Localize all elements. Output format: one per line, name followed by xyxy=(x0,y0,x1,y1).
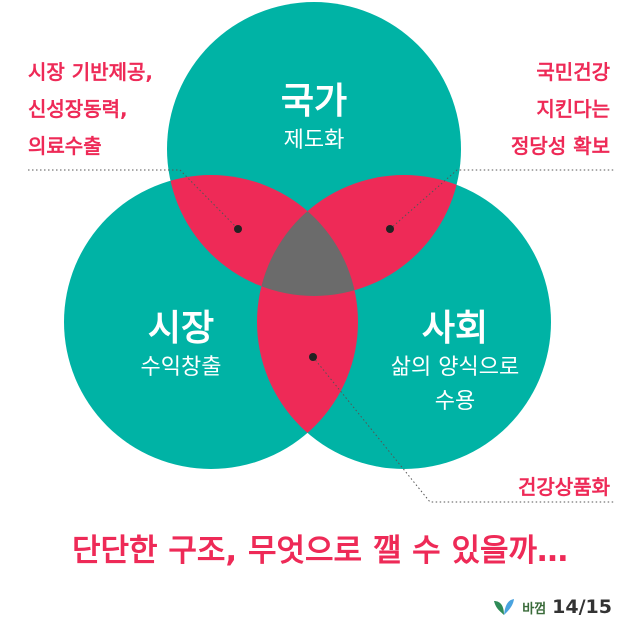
leaf-logo-icon xyxy=(494,599,515,615)
market-title: 시장 xyxy=(147,308,215,349)
annotation-line: 건강상품화 xyxy=(518,475,610,499)
leader-line-top-right xyxy=(389,169,614,230)
page-number: 14/15 xyxy=(552,596,612,618)
state-subtitle: 제도화 xyxy=(283,128,345,153)
market-subtitle: 수익창출 xyxy=(140,355,222,380)
leader-line-top-left xyxy=(28,169,239,230)
annotation-line: 신성장동력, xyxy=(28,97,128,121)
footer-brand: 바껌 14/15 xyxy=(492,596,612,618)
overlap-center xyxy=(257,175,358,296)
annotation-state-society: 국민건강 지킨다는 정당성 확보 xyxy=(470,54,610,165)
annotation-line: 지킨다는 xyxy=(536,97,610,121)
annotation-line: 정당성 확보 xyxy=(511,134,610,158)
market-label: 시장 수익창출 xyxy=(101,307,261,385)
society-title: 사회 xyxy=(421,308,489,349)
society-subtitle-line-1: 삶의 양식으로 xyxy=(390,355,520,380)
marker-dot-top-right xyxy=(386,225,394,233)
state-label: 국가 제도화 xyxy=(234,80,394,158)
annotation-line: 국민건강 xyxy=(536,60,610,84)
state-title: 국가 xyxy=(280,81,348,122)
society-subtitle-line-2: 수용 xyxy=(434,389,476,414)
marker-dot-top-left xyxy=(234,225,242,233)
annotation-state-market: 시장 기반제공, 신성장동력, 의료수출 xyxy=(28,54,153,165)
leader-line-bottom xyxy=(312,356,614,503)
annotation-line: 의료수출 xyxy=(28,134,102,158)
brand-name: 바껌 xyxy=(522,601,547,617)
marker-dot-bottom xyxy=(309,353,317,361)
society-label: 사회 삶의 양식으로 수용 xyxy=(360,307,550,419)
annotation-line: 시장 기반제공, xyxy=(28,60,153,84)
closing-question: 단단한 구조, 무엇으로 깰 수 있을까… xyxy=(71,533,569,569)
annotation-market-society: 건강상품화 xyxy=(470,469,610,506)
